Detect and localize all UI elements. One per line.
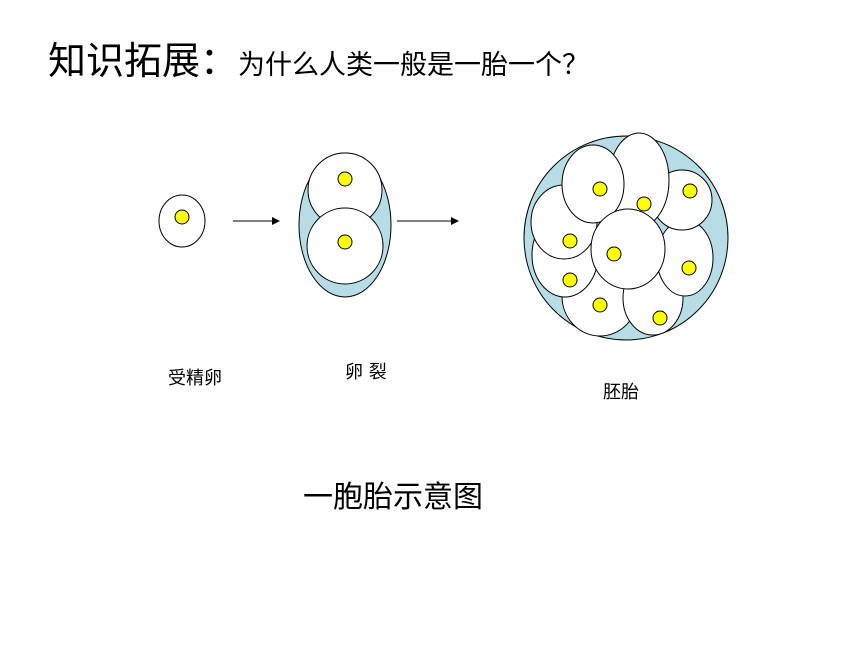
embryo-nucleus — [562, 272, 578, 288]
title-main: 知识拓展： — [48, 39, 239, 83]
zygote-nucleus — [174, 209, 190, 225]
embryo-cell — [590, 208, 666, 290]
diagram-caption: 一胞胎示意图 — [303, 480, 483, 515]
embryo-cell — [656, 219, 714, 297]
embryo-nucleus — [606, 246, 622, 262]
embryo-nucleus — [562, 233, 578, 249]
embryo-nucleus — [592, 181, 608, 197]
cleavage-stage — [298, 152, 392, 298]
embryo-nucleus — [636, 196, 652, 212]
embryo-nucleus — [681, 260, 697, 276]
embryo-stage — [523, 132, 729, 341]
embryo-cell — [561, 144, 625, 224]
slide-title: 知识拓展：为什么人类一般是一胎一个？ — [48, 30, 589, 85]
embryo-nucleus — [682, 183, 698, 199]
zygote-cell — [158, 194, 206, 248]
embryo-nucleus — [652, 310, 668, 326]
title-question: 为什么人类一般是一胎一个？ — [238, 50, 590, 81]
label-embryo: 胚胎 — [603, 382, 639, 403]
label-zygote: 受精卵 — [168, 368, 222, 389]
label-cleavage: 卵 裂 — [345, 362, 387, 383]
embryo-nucleus — [592, 297, 608, 313]
